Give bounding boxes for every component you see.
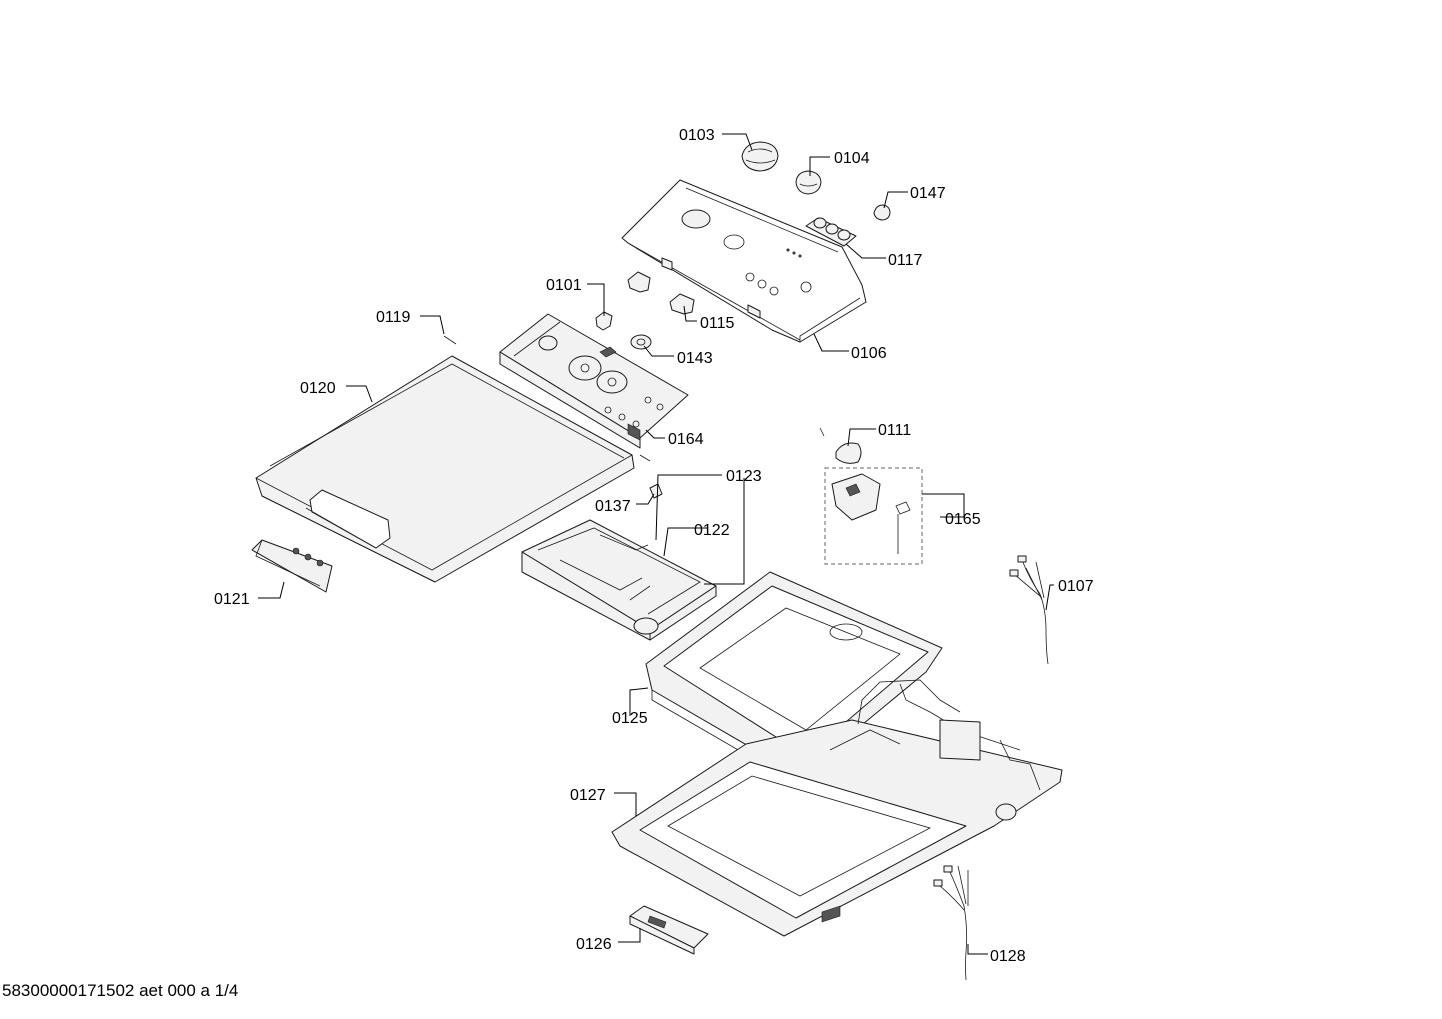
callout-0165: 0165 (945, 511, 981, 528)
document-id-footer: 58300000171502 aet 000 a 1/4 (2, 981, 239, 1000)
callout-0127: 0127 (570, 787, 606, 804)
knob-0103[interactable] (741, 141, 779, 172)
callout-0128: 0128 (990, 948, 1026, 965)
clips-0115[interactable] (627, 271, 695, 315)
callout-0115: 0115 (700, 315, 735, 332)
callout-0121: 0121 (214, 591, 250, 608)
pin-0119[interactable] (443, 335, 457, 345)
tub-cover-0125[interactable] (645, 571, 943, 781)
cap-0111[interactable] (819, 427, 862, 464)
callout-0147: 0147 (910, 185, 946, 202)
callout-0119: 0119 (376, 309, 411, 326)
callout-0120: 0120 (300, 380, 336, 397)
assembly-group-0165[interactable] (824, 467, 923, 565)
detergent-drawer-0122-0123[interactable] (521, 519, 717, 641)
callout-0106: 0106 (851, 345, 887, 362)
top-frame-0127[interactable] (611, 679, 1063, 937)
latch-0126[interactable] (629, 905, 709, 955)
callout-0137: 0137 (595, 498, 631, 515)
callout-0126: 0126 (576, 936, 612, 953)
leader-lines (258, 133, 1054, 955)
callout-0123: 0123 (726, 468, 762, 485)
callout-0122: 0122 (694, 522, 730, 539)
button-0147[interactable] (873, 204, 891, 221)
callout-0164: 0164 (668, 431, 704, 448)
callout-0101: 0101 (546, 277, 582, 294)
wire-harness-0107[interactable] (1009, 555, 1049, 665)
callout-0103: 0103 (679, 127, 715, 144)
pin-0137[interactable] (639, 454, 663, 499)
ring-0143[interactable] (630, 334, 652, 350)
callout-0117: 0117 (888, 252, 923, 269)
electronic-module-0164[interactable] (499, 313, 689, 449)
wire-harness-0128[interactable] (933, 865, 969, 981)
handle-0121[interactable] (251, 539, 333, 593)
knob-0104[interactable] (795, 170, 822, 195)
callout-0125: 0125 (612, 710, 648, 727)
button-set-0117[interactable] (805, 217, 857, 247)
callout-0104: 0104 (834, 150, 870, 167)
control-panel-0106[interactable] (621, 179, 867, 343)
callout-0111: 0111 (878, 422, 911, 439)
callout-0143: 0143 (677, 350, 713, 367)
callout-0107: 0107 (1058, 578, 1094, 595)
lid-0120[interactable] (255, 355, 635, 583)
callout-labels: 0103 0104 0147 0117 0101 0119 0115 0106 … (214, 127, 1094, 965)
